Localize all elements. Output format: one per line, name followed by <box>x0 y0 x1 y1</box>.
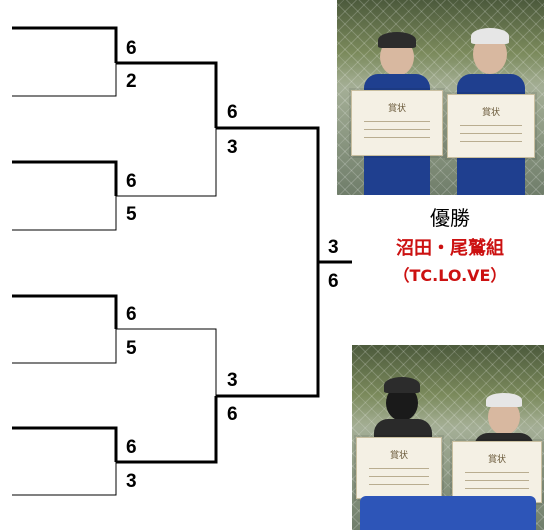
match2-top-score: 6 <box>126 171 137 192</box>
semi2-bottom-score: 6 <box>227 404 238 425</box>
match4-bottom-score: 3 <box>126 471 137 492</box>
certificate-right: 賞状 <box>447 94 535 158</box>
runner-up-photo: 賞状 賞状 <box>352 345 544 530</box>
match3-top-score: 6 <box>126 304 137 325</box>
certificate-left: 賞状 <box>356 437 442 499</box>
final-top-score: 3 <box>328 237 339 258</box>
final-bottom-score: 6 <box>328 271 339 292</box>
certificate-right: 賞状 <box>452 441 542 503</box>
certificate-left: 賞状 <box>351 90 443 156</box>
match2-bottom-score: 5 <box>126 204 137 225</box>
semi1-top-score: 6 <box>227 102 238 123</box>
semi2-top-score: 3 <box>227 370 238 391</box>
match1-top-score: 6 <box>126 38 137 59</box>
winner-club-name: （TC.LO.VE） <box>393 266 507 285</box>
semi1-bottom-score: 3 <box>227 137 238 158</box>
match1-bottom-score: 2 <box>126 71 137 92</box>
winner-title: 優勝 <box>430 206 470 230</box>
winner-team-name: 沼田・尾鷲組 <box>396 238 504 259</box>
winner-photo: 賞状 賞状 <box>337 0 544 195</box>
match3-bottom-score: 5 <box>126 338 137 359</box>
match4-top-score: 6 <box>126 437 137 458</box>
